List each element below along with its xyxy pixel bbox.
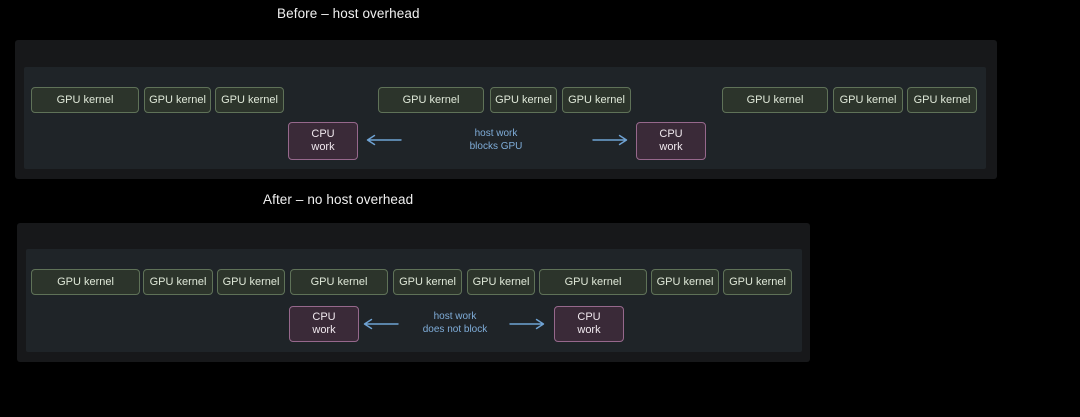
gpu-kernel-label: GPU kernel bbox=[568, 94, 625, 106]
arrow-left-icon bbox=[365, 134, 403, 146]
arrow-left-icon bbox=[362, 318, 400, 330]
gpu-kernel-label: GPU kernel bbox=[495, 94, 552, 106]
gpu-kernel-box: GPU kernel bbox=[31, 269, 140, 295]
cpu-work-label-line2: work bbox=[577, 324, 601, 336]
cpu-work-label-line2: work bbox=[311, 141, 335, 153]
gpu-kernel-box: GPU kernel bbox=[144, 87, 211, 113]
gpu-kernel-box: GPU kernel bbox=[651, 269, 719, 295]
gpu-kernel-box: GPU kernel bbox=[215, 87, 284, 113]
before-section-title: Before – host overhead bbox=[277, 6, 420, 21]
cpu-work-label-line2: work bbox=[659, 141, 683, 153]
gpu-kernel-label: GPU kernel bbox=[564, 276, 622, 288]
before-annotation: host work blocks GPU bbox=[436, 127, 556, 153]
cpu-work-box: CPU work bbox=[554, 306, 624, 342]
gpu-kernel-label: GPU kernel bbox=[149, 276, 207, 288]
gpu-kernel-label: GPU kernel bbox=[399, 276, 456, 288]
after-annotation: host work does not block bbox=[395, 310, 515, 336]
after-annotation-line1: host work bbox=[433, 311, 477, 322]
gpu-kernel-box: GPU kernel bbox=[723, 269, 792, 295]
cpu-work-box: CPU work bbox=[288, 122, 358, 160]
after-section-title: After – no host overhead bbox=[263, 192, 414, 207]
cpu-work-label-line1: CPU bbox=[312, 311, 336, 323]
before-timeline-track bbox=[24, 67, 986, 169]
after-annotation-line2: does not block bbox=[422, 324, 488, 335]
gpu-kernel-label: GPU kernel bbox=[746, 94, 804, 106]
gpu-kernel-label: GPU kernel bbox=[149, 94, 206, 106]
gpu-kernel-box: GPU kernel bbox=[290, 269, 388, 295]
gpu-kernel-label: GPU kernel bbox=[402, 94, 460, 106]
gpu-kernel-label: GPU kernel bbox=[472, 276, 530, 288]
gpu-kernel-box: GPU kernel bbox=[143, 269, 213, 295]
gpu-kernel-box: GPU kernel bbox=[31, 87, 139, 113]
cpu-work-label-line1: CPU bbox=[311, 128, 335, 140]
gpu-kernel-label: GPU kernel bbox=[57, 276, 114, 288]
gpu-kernel-label: GPU kernel bbox=[56, 94, 114, 106]
after-timeline-track bbox=[26, 249, 802, 352]
gpu-kernel-box: GPU kernel bbox=[217, 269, 285, 295]
cpu-work-label-line2: work bbox=[312, 324, 336, 336]
gpu-kernel-box: GPU kernel bbox=[722, 87, 828, 113]
gpu-kernel-label: GPU kernel bbox=[222, 276, 280, 288]
gpu-kernel-label: GPU kernel bbox=[913, 94, 971, 106]
cpu-work-box: CPU work bbox=[636, 122, 706, 160]
gpu-kernel-label: GPU kernel bbox=[221, 94, 278, 106]
gpu-kernel-box: GPU kernel bbox=[490, 87, 557, 113]
arrow-right-icon bbox=[591, 134, 629, 146]
arrow-right-icon bbox=[508, 318, 546, 330]
before-annotation-line1: host work bbox=[474, 128, 518, 139]
gpu-kernel-box: GPU kernel bbox=[562, 87, 631, 113]
before-annotation-line2: blocks GPU bbox=[469, 141, 523, 152]
gpu-kernel-box: GPU kernel bbox=[393, 269, 462, 295]
gpu-kernel-box: GPU kernel bbox=[539, 269, 647, 295]
cpu-work-box: CPU work bbox=[289, 306, 359, 342]
gpu-kernel-box: GPU kernel bbox=[907, 87, 977, 113]
gpu-kernel-label: GPU kernel bbox=[839, 94, 897, 106]
cpu-work-label-line1: CPU bbox=[659, 128, 683, 140]
gpu-kernel-box: GPU kernel bbox=[833, 87, 903, 113]
cpu-work-label-line1: CPU bbox=[577, 311, 601, 323]
gpu-kernel-label: GPU kernel bbox=[729, 276, 786, 288]
gpu-kernel-label: GPU kernel bbox=[656, 276, 714, 288]
gpu-kernel-label: GPU kernel bbox=[310, 276, 368, 288]
gpu-kernel-box: GPU kernel bbox=[467, 269, 535, 295]
gpu-kernel-box: GPU kernel bbox=[378, 87, 484, 113]
